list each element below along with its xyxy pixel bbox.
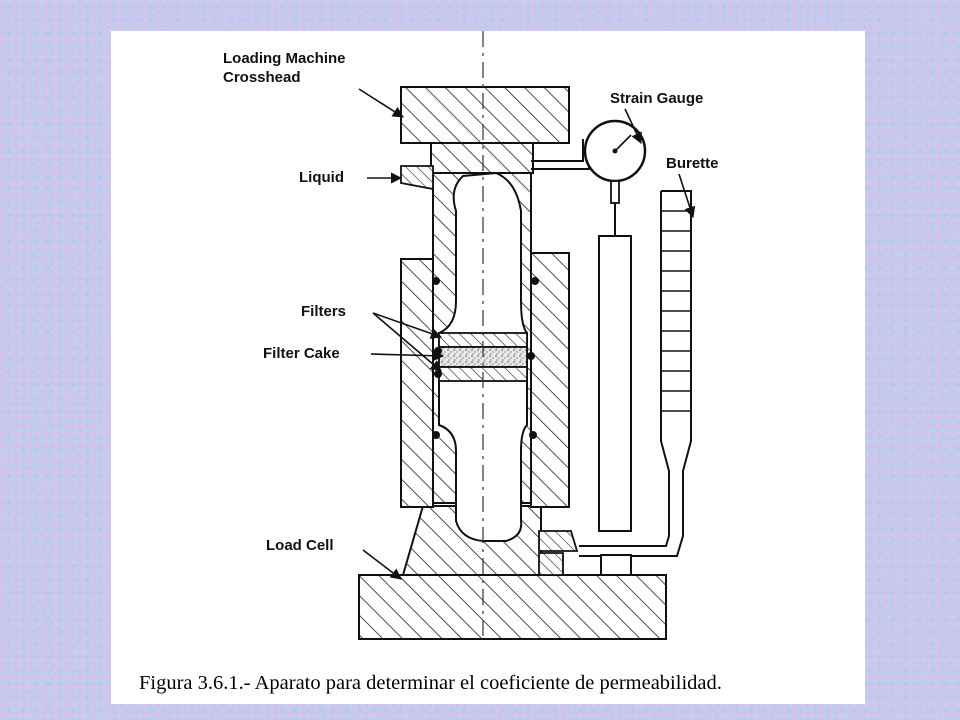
gauge-rod	[598, 235, 632, 532]
burette-label: Burette	[666, 155, 719, 172]
outer-sleeve-left	[400, 258, 434, 508]
liquid-label: Liquid	[299, 169, 344, 186]
leader-arrows	[358, 88, 696, 580]
figure-caption: Figura 3.6.1.- Aparato para determinar e…	[139, 672, 722, 694]
crosshead-label-line1: Loading Machine	[223, 50, 346, 67]
strain-gauge-dial	[583, 119, 647, 236]
load-cell-base	[358, 574, 667, 640]
permeability-apparatus-diagram	[358, 31, 696, 640]
filter-cake-label: Filter Cake	[263, 345, 340, 362]
burette-tube	[579, 190, 692, 557]
liquid-inlet-fitting	[400, 165, 434, 191]
support-post	[600, 554, 632, 576]
loading-machine-crosshead	[400, 86, 570, 144]
crosshead-label-line2: Crosshead	[223, 69, 301, 86]
load-cell-label: Load Cell	[266, 537, 334, 554]
outer-sleeve-right	[530, 252, 570, 508]
outlet-fitting	[538, 530, 579, 576]
filters-label: Filters	[301, 303, 347, 320]
figure-panel: Loading Machine Crosshead Strain Gauge L…	[111, 31, 865, 704]
strain-gauge-label: Strain Gauge	[610, 90, 704, 107]
